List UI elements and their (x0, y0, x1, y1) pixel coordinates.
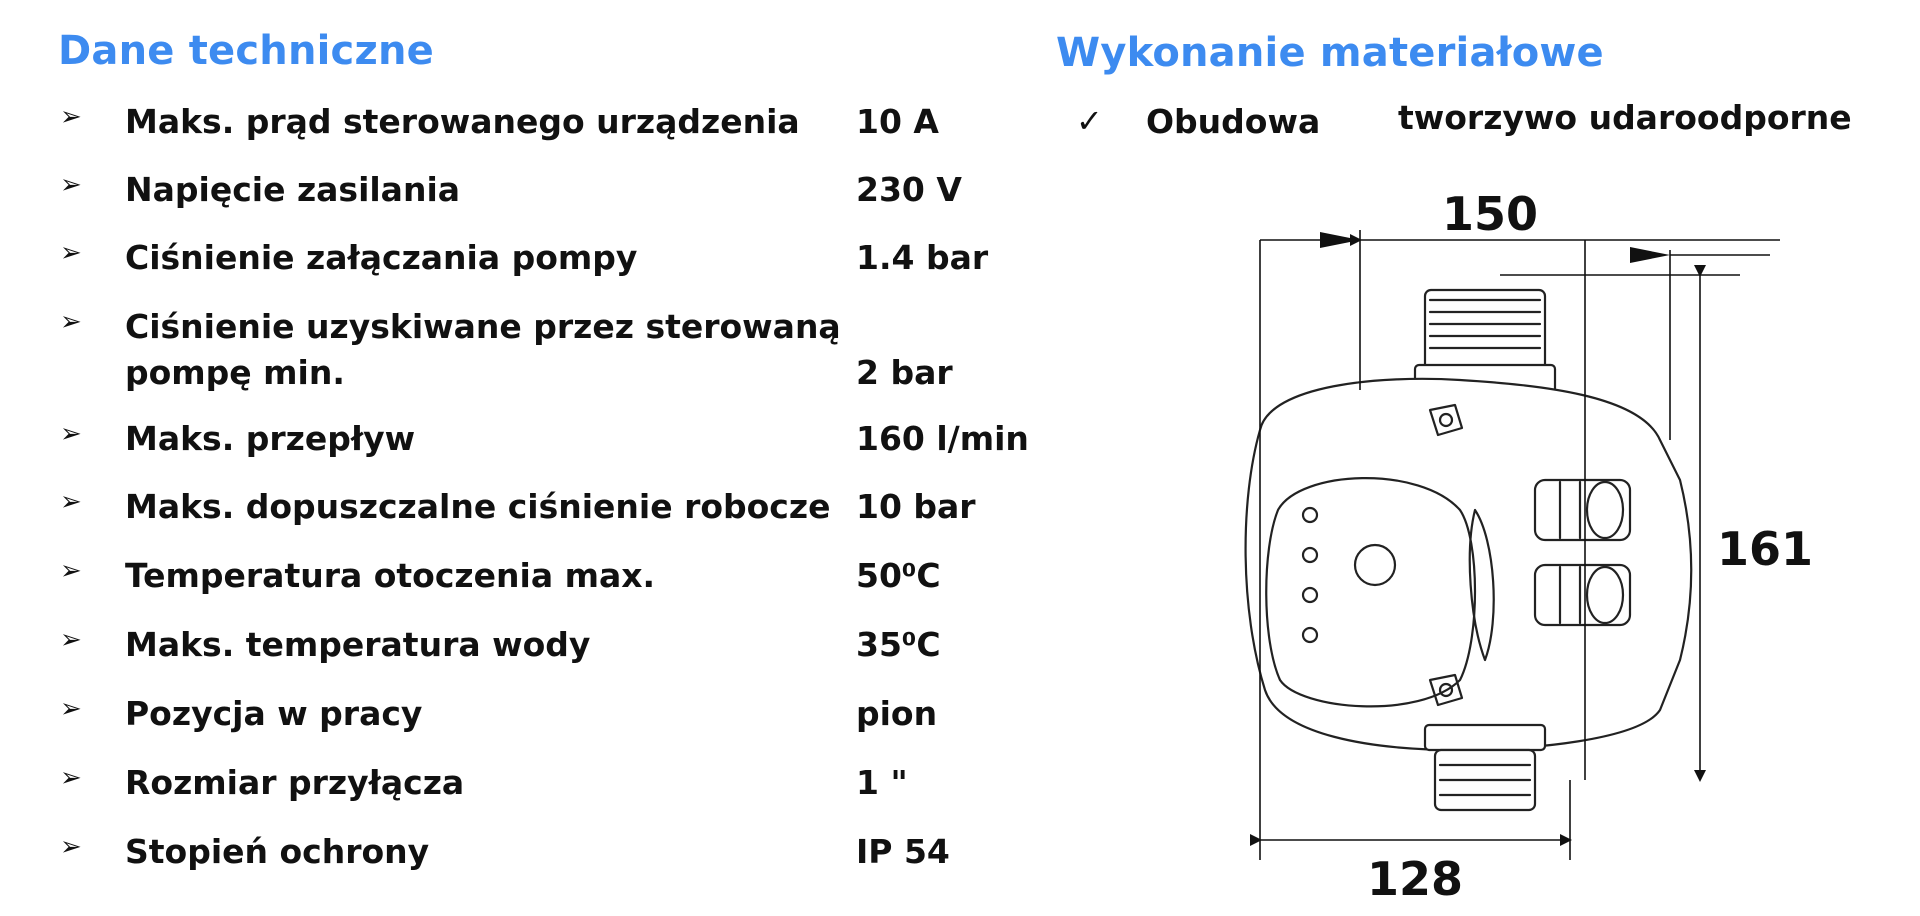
spec-row-supply-voltage: ➢ Napięcie zasilania 230 V (0, 166, 1040, 216)
spec-label-line2: pompę min. (125, 353, 345, 392)
spec-row-max-water-temperature: ➢ Maks. temperatura wody 35⁰C (0, 621, 1040, 671)
spec-value: 50⁰C (856, 556, 941, 595)
spec-value: IP 54 (856, 832, 950, 871)
spec-row-max-current: ➢ Maks. prąd sterowanego urządzenia 10 A (0, 98, 1040, 148)
spec-label: Ciśnienie załączania pompy (125, 238, 638, 277)
spec-label: Temperatura otoczenia max. (125, 556, 656, 595)
spec-label: Maks. przepływ (125, 419, 416, 458)
cable-gland-bottom (1533, 563, 1632, 627)
arrowhead-right-icon: ➢ (60, 170, 82, 200)
pressure-knob (1353, 543, 1397, 587)
spec-label: Pozycja w pracy (125, 694, 423, 733)
material-label: Obudowa (1146, 102, 1321, 141)
spec-label: Maks. prąd sterowanego urządzenia (125, 102, 800, 141)
spec-row-connection-size: ➢ Rozmiar przyłącza 1 " (0, 759, 1040, 809)
spec-value: 10 A (856, 102, 939, 141)
spec-label: Maks. dopuszczalne ciśnienie robocze (125, 487, 831, 526)
spec-row-ambient-temperature: ➢ Temperatura otoczenia max. 50⁰C (0, 552, 1040, 602)
spec-value: 2 bar (856, 353, 953, 392)
spec-row-working-position: ➢ Pozycja w pracy pion (0, 690, 1040, 740)
arrowhead-right-icon: ➢ (60, 487, 82, 517)
pressure-controller-drawing-icon: 150 161 128 (1244, 187, 1813, 906)
material-heading: Wykonanie materiałowe (1056, 30, 1604, 76)
spec-row-switch-on-pressure: ➢ Ciśnienie załączania pompy 1.4 bar (0, 234, 1040, 284)
spec-label: Maks. temperatura wody (125, 625, 591, 664)
spec-label: Ciśnienie uzyskiwane przez sterowaną (125, 307, 841, 346)
spec-label: Stopień ochrony (125, 832, 430, 871)
arrowhead-right-icon: ➢ (60, 238, 82, 268)
spec-value: 230 V (856, 170, 962, 209)
arrowhead-right-icon: ➢ (60, 419, 82, 449)
dimension-width-top: 150 (1442, 187, 1538, 241)
arrowhead-right-icon: ➢ (60, 556, 82, 586)
spec-value: 1.4 bar (856, 238, 989, 277)
spec-label: Napięcie zasilania (125, 170, 461, 209)
checkmark-icon: ✓ (1076, 102, 1103, 140)
arrowhead-right-icon: ➢ (60, 102, 82, 132)
material-row-housing: ✓ Obudowa tworzywo udaroodporne (1076, 98, 1856, 150)
spec-row-protection-rating: ➢ Stopień ochrony IP 54 (0, 828, 1040, 878)
spec-value: 10 bar (856, 487, 976, 526)
spec-value: 160 l/min (856, 419, 1029, 458)
front-panel (1265, 477, 1477, 708)
dimension-width-bottom: 128 (1367, 852, 1463, 906)
arrowhead-right-icon: ➢ (60, 694, 82, 724)
spec-value: 35⁰C (856, 625, 941, 664)
top-fitting (1423, 288, 1547, 372)
spec-value: pion (856, 694, 938, 733)
material-value: tworzywo udaroodporne (1398, 98, 1852, 137)
cable-gland-top (1533, 478, 1632, 542)
spec-value: 1 " (856, 763, 908, 802)
dimension-height: 161 (1717, 522, 1813, 576)
spec-row-min-pump-pressure: ➢ Ciśnienie uzyskiwane przez sterowaną p… (0, 303, 1040, 403)
spec-row-max-flow: ➢ Maks. przepływ 160 l/min (0, 415, 1040, 465)
arrowhead-right-icon: ➢ (60, 763, 82, 793)
arrowhead-right-icon: ➢ (60, 832, 82, 862)
spec-label: Rozmiar przyłącza (125, 763, 465, 802)
arrowhead-right-icon: ➢ (60, 307, 82, 337)
spec-row-max-working-pressure: ➢ Maks. dopuszczalne ciśnienie robocze 1… (0, 483, 1040, 533)
technical-data-heading: Dane techniczne (58, 28, 434, 74)
arrowhead-right-icon: ➢ (60, 625, 82, 655)
